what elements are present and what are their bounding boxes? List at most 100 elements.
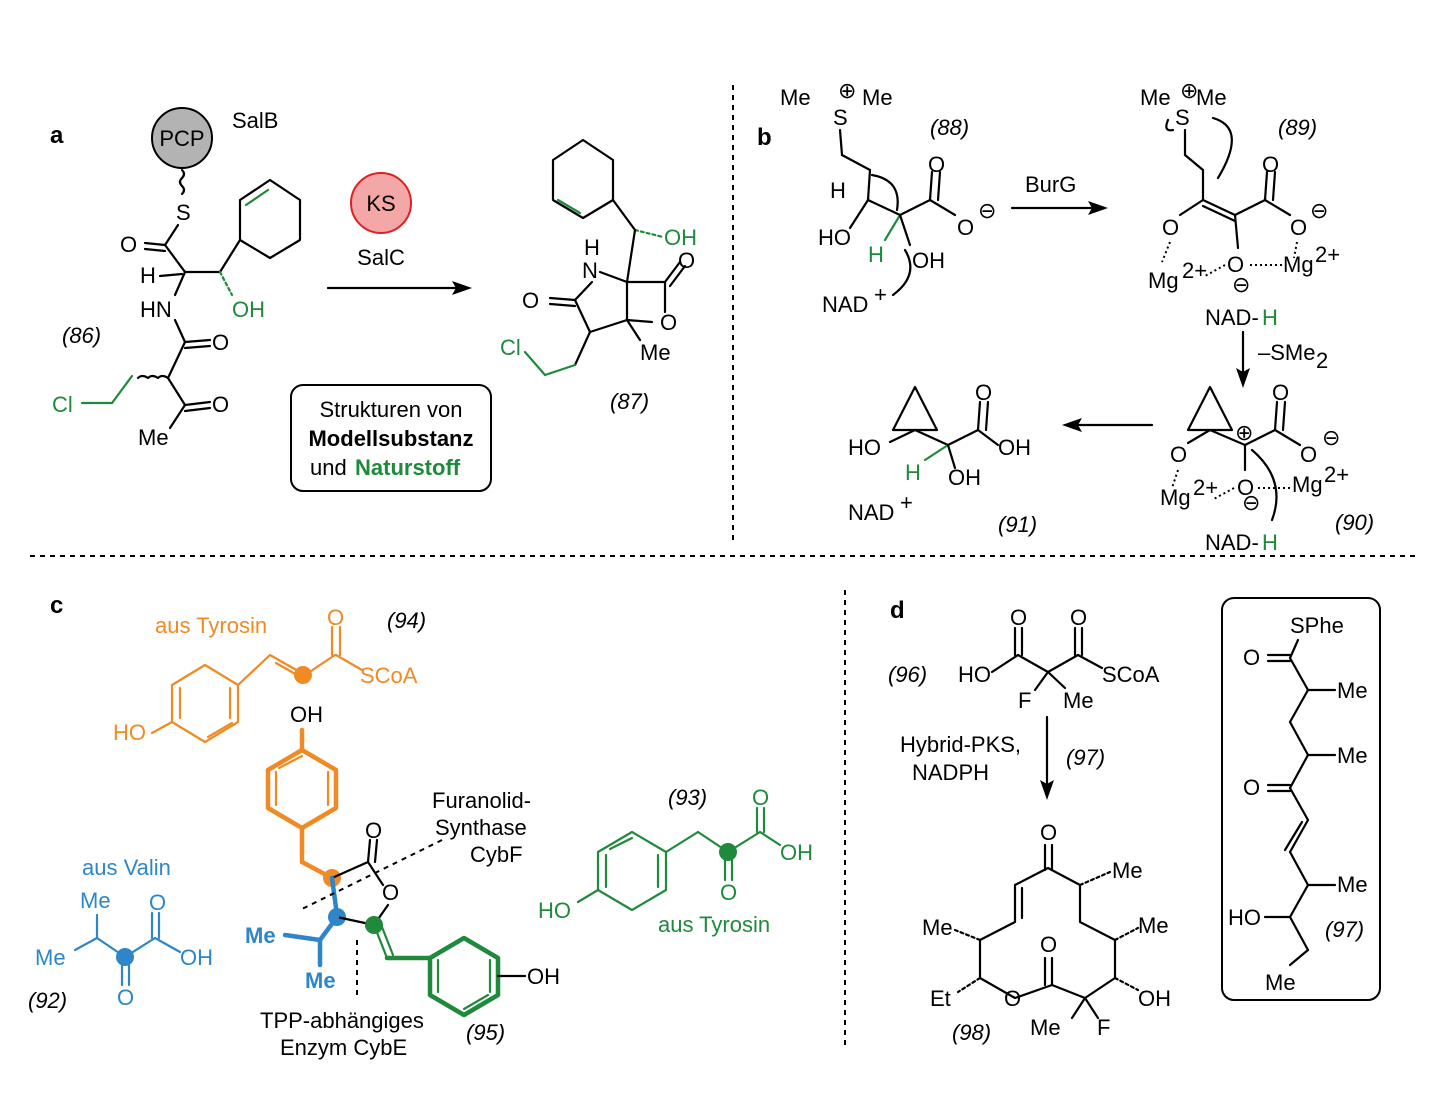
o-98-top: O: [1040, 820, 1057, 845]
bond: [1201, 198, 1237, 217]
burg-label: BurG: [1025, 172, 1076, 197]
bond: [303, 653, 337, 677]
minus-90: ⊖: [1322, 425, 1340, 450]
ring-double-bond: [244, 188, 270, 207]
bond: [1288, 818, 1310, 854]
o-93: O: [752, 785, 769, 810]
bond: [277, 754, 304, 770]
cleavage-line-cybf: [299, 839, 443, 911]
bond: [928, 170, 934, 202]
bond: [611, 198, 637, 232]
phenyl-94: [170, 663, 240, 744]
minus-90b: ⊖: [1242, 490, 1260, 515]
panel-c-label: c: [50, 592, 63, 619]
compound-97-arrow-label: (97): [1066, 745, 1105, 770]
ho-97: HO: [1228, 905, 1261, 930]
oh-91b: OH: [948, 465, 981, 490]
ks-label: KS: [366, 191, 395, 216]
bond: [946, 428, 980, 447]
wedge-me: [1070, 996, 1087, 1020]
bond: [573, 330, 592, 367]
compound-96-label: (96): [888, 662, 927, 687]
bond: [1076, 653, 1104, 670]
nadh-label: NAD-: [1205, 305, 1259, 330]
furanolid-line2: Synthase: [435, 815, 527, 840]
bond: [1263, 170, 1269, 202]
o-97a: O: [1243, 645, 1260, 670]
bond: [366, 838, 372, 864]
bond: [166, 340, 187, 380]
bond: [1273, 400, 1279, 432]
bond: [462, 993, 490, 1011]
me-89a: Me: [1140, 85, 1171, 110]
panel-d-label: d: [890, 597, 905, 624]
nadh90-h: H: [1262, 530, 1278, 555]
nad-plus-sup: +: [874, 282, 887, 307]
et-98: Et: [930, 986, 951, 1011]
bond: [317, 914, 340, 943]
sulfonium-plus-89: ⊕: [1180, 78, 1198, 103]
bond: [625, 318, 642, 342]
o-92a: O: [149, 890, 166, 915]
o-minus-89: O: [1290, 215, 1307, 240]
oh-92: OH: [180, 945, 213, 970]
o-90c: O: [1272, 380, 1289, 405]
compound-88-label: (88): [930, 115, 969, 140]
compound-87-label: (87): [610, 389, 649, 414]
bond: [282, 932, 323, 943]
bond: [183, 344, 212, 350]
hydroxy-oh-87: OH: [664, 225, 697, 250]
nad-91-sup: +: [900, 490, 913, 515]
o-minus-88: O: [957, 215, 974, 240]
oh-93: OH: [780, 840, 813, 865]
bond: [866, 168, 872, 202]
phenyl-95-green: [427, 935, 501, 1018]
bond: [1233, 213, 1240, 250]
pcp-wavy-bond: [178, 168, 186, 196]
bond: [143, 241, 167, 247]
carbocation-plus: ⊕: [1235, 420, 1253, 445]
o-89a: O: [1162, 215, 1179, 240]
lactam-n: N: [582, 258, 598, 283]
o-88: O: [928, 152, 945, 177]
labeled-carbon-94: [294, 666, 312, 684]
bond: [625, 228, 637, 284]
bond: [576, 888, 600, 904]
bond: [625, 318, 654, 324]
aus-valin: aus Valin: [82, 855, 171, 880]
compound-92-label: (92): [28, 988, 67, 1013]
bond: [588, 318, 629, 334]
bond: [183, 406, 212, 413]
bond: [1186, 428, 1212, 445]
bond: [866, 198, 902, 217]
bond: [1016, 653, 1050, 674]
o-90b: O: [1237, 475, 1254, 500]
bond: [334, 653, 364, 672]
oh-88: OH: [912, 248, 945, 273]
minus-89: ⊖: [1310, 198, 1328, 223]
compound-97-box: [1221, 597, 1381, 1001]
mg-89a: Mg: [1148, 268, 1179, 293]
oh-95: OH: [527, 964, 560, 989]
bond: [1183, 153, 1205, 172]
bond: [143, 247, 167, 253]
salb-label: SalB: [232, 108, 278, 133]
bond: [598, 270, 629, 284]
sulfonium-plus-88: ⊕: [838, 78, 856, 103]
legend-box: [290, 384, 492, 492]
ho-93: HO: [538, 898, 571, 923]
me-98b: Me: [1138, 913, 1169, 938]
scoa-96: SCoA: [1102, 662, 1160, 687]
compound-90-label: (90): [1335, 510, 1374, 535]
cyclohexene-ring: [238, 178, 302, 260]
oh-91a: OH: [998, 435, 1031, 460]
me-98c: Me: [922, 915, 953, 940]
o-98-carbonyl: O: [1040, 932, 1057, 957]
bond: [1281, 400, 1287, 432]
furanolid-line1: Furanolid-: [432, 788, 531, 813]
pcp-domain-circle: [151, 107, 213, 169]
sulfur-89: S: [1175, 105, 1190, 130]
me-88b: Me: [862, 85, 893, 110]
me-95a: Me: [245, 923, 276, 948]
bond: [898, 213, 912, 247]
